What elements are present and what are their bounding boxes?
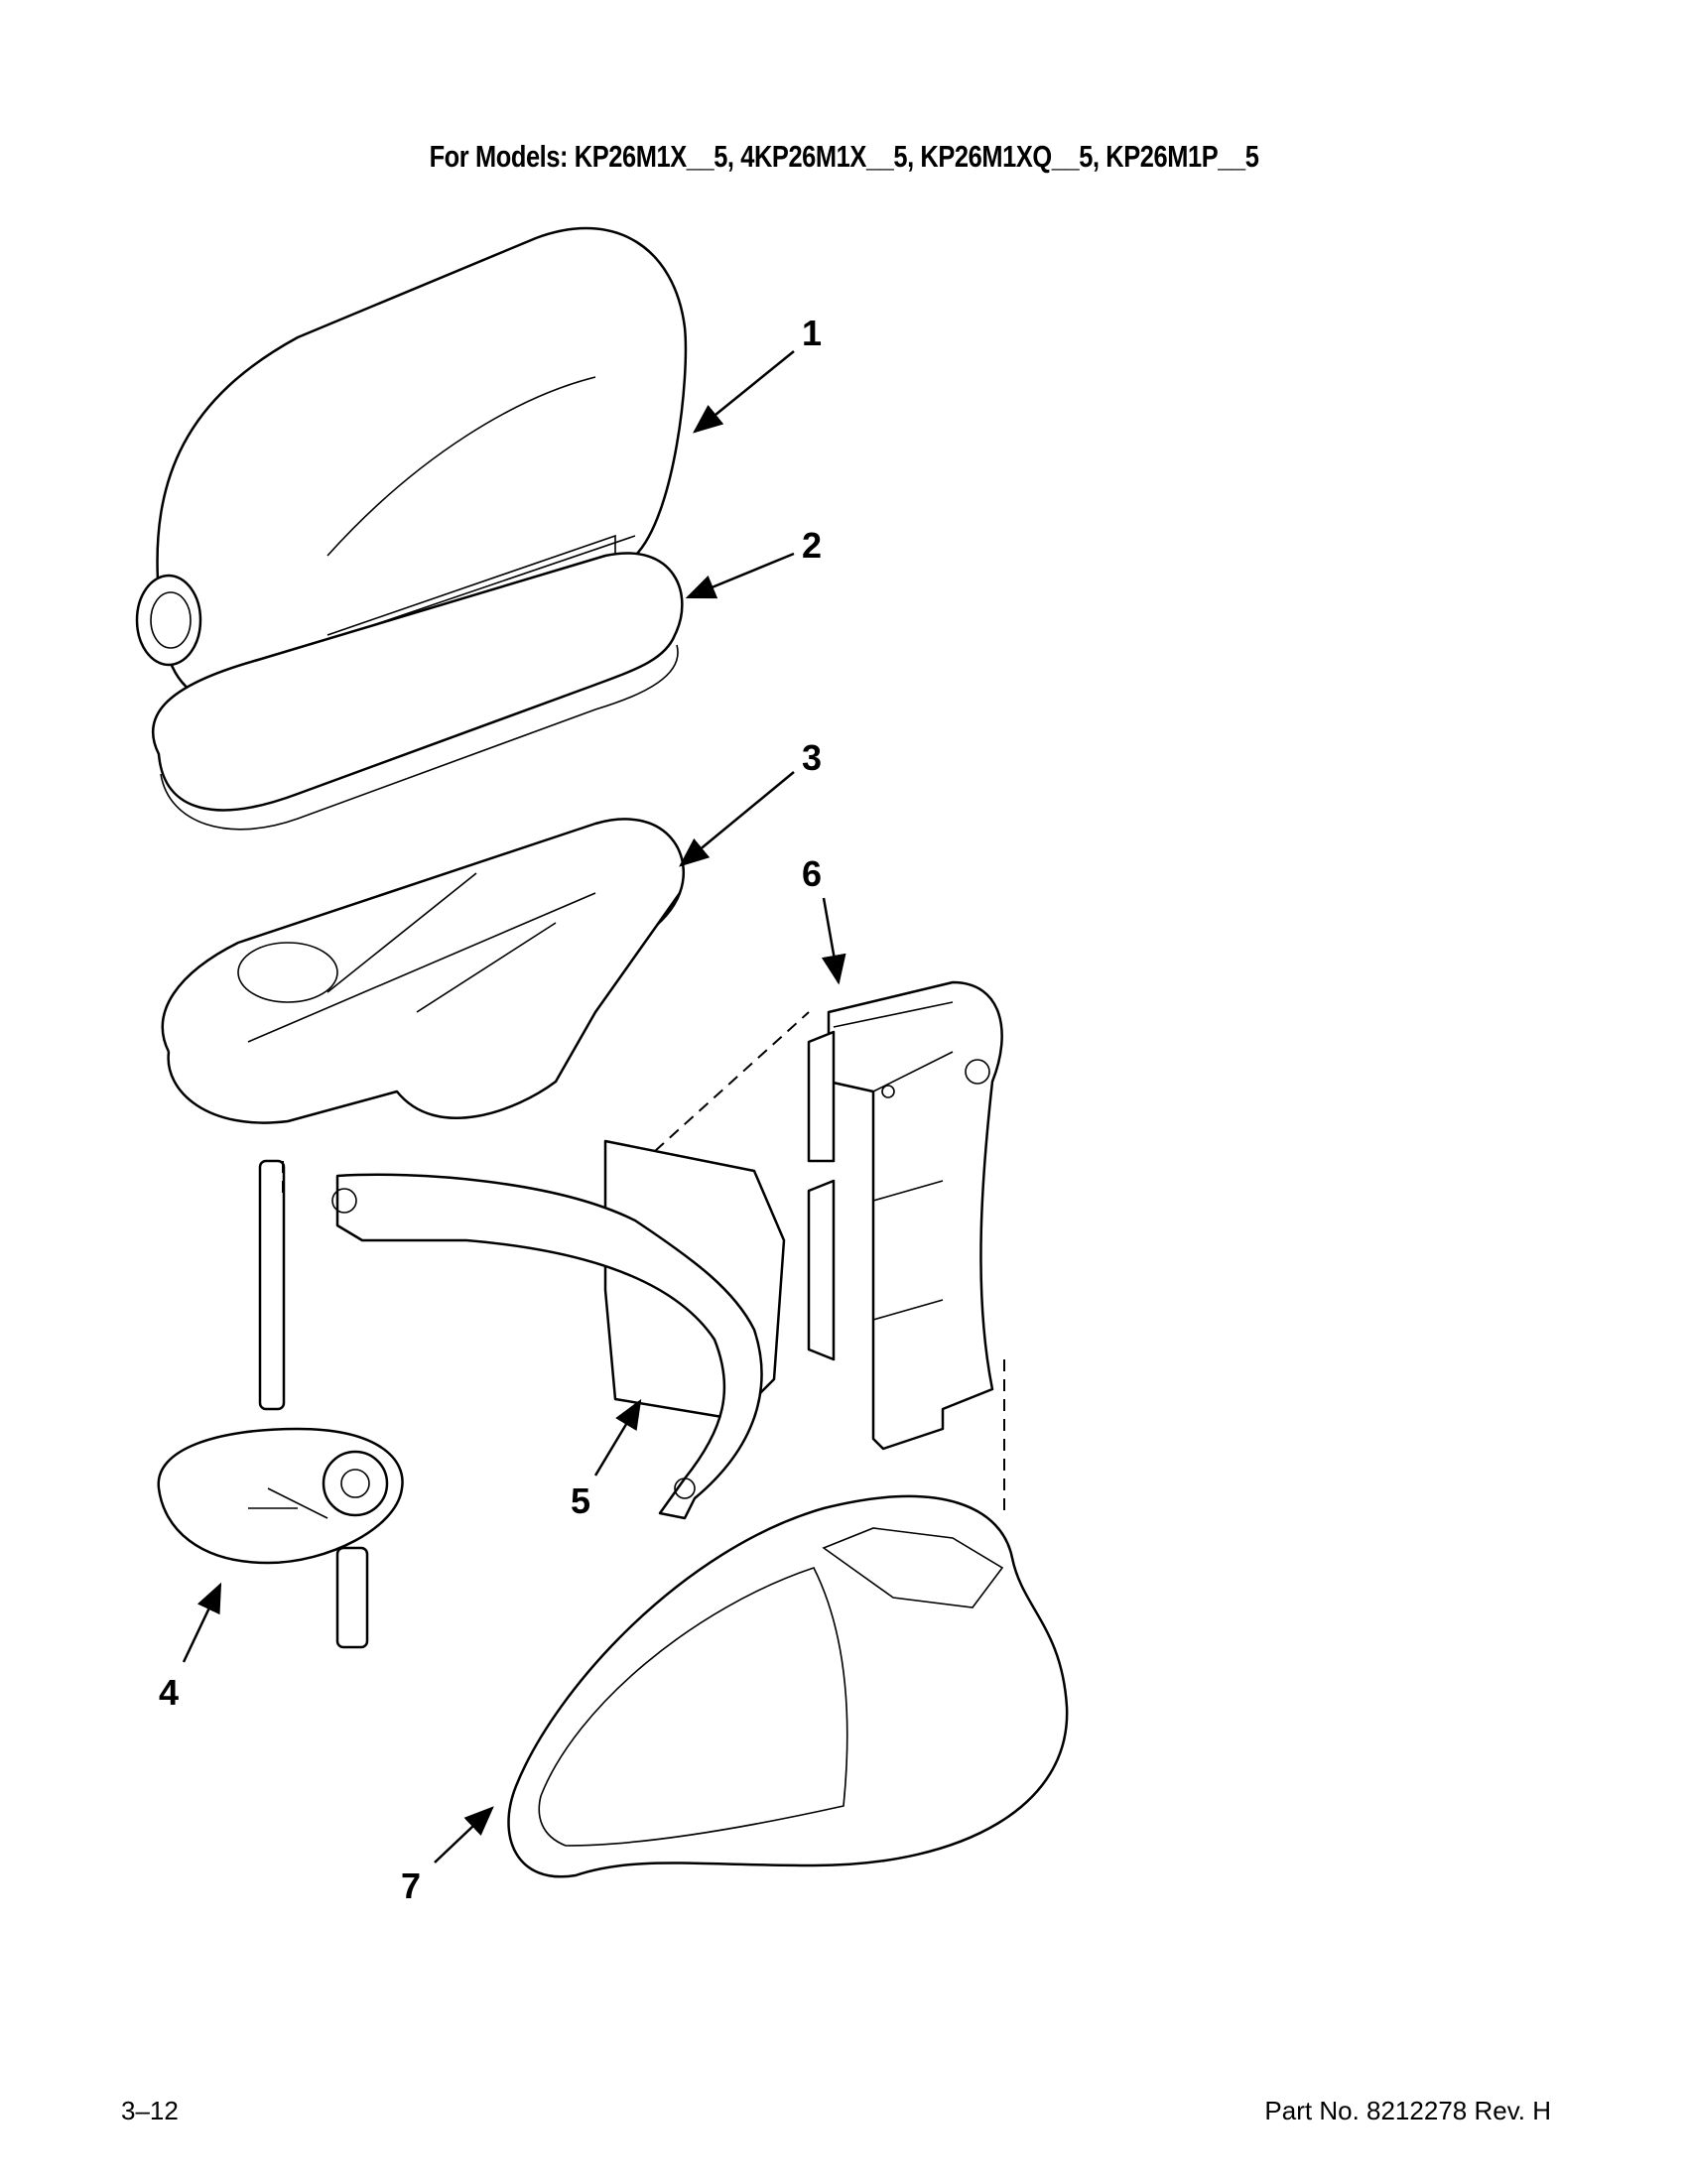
- callout-label: 3: [802, 737, 822, 778]
- callout-label: 4: [159, 1672, 179, 1713]
- alignment-lines: [282, 1011, 1005, 1518]
- page-number: 3–12: [121, 2096, 179, 2125]
- callout-5: 5: [571, 1398, 642, 1521]
- callout-4: 4: [159, 1582, 222, 1713]
- callout-6: 6: [802, 853, 846, 985]
- callout-2: 2: [685, 525, 822, 599]
- part-2-trim-band: [151, 552, 684, 831]
- page-title: For Models: KP26M1X__5, 4KP26M1X__5, KP2…: [429, 139, 1259, 174]
- part-3-gear-case: [161, 818, 685, 1124]
- callout-label: 6: [802, 853, 822, 894]
- callout-label: 7: [401, 1865, 421, 1906]
- callout-label: 5: [571, 1480, 590, 1521]
- callout-3: 3: [679, 737, 822, 867]
- callout-1: 1: [693, 313, 822, 434]
- part-5-bowl-support: [331, 1139, 786, 1520]
- part-6-column: [807, 980, 1003, 1451]
- callout-label: 2: [802, 525, 822, 566]
- callout-label: 1: [802, 313, 822, 353]
- part-number: Part No. 8212278 Rev. H: [1264, 2096, 1551, 2125]
- callout-7: 7: [401, 1806, 494, 1906]
- part-4-planetary-assembly: [157, 1159, 404, 1649]
- part-7-base: [507, 1494, 1069, 1878]
